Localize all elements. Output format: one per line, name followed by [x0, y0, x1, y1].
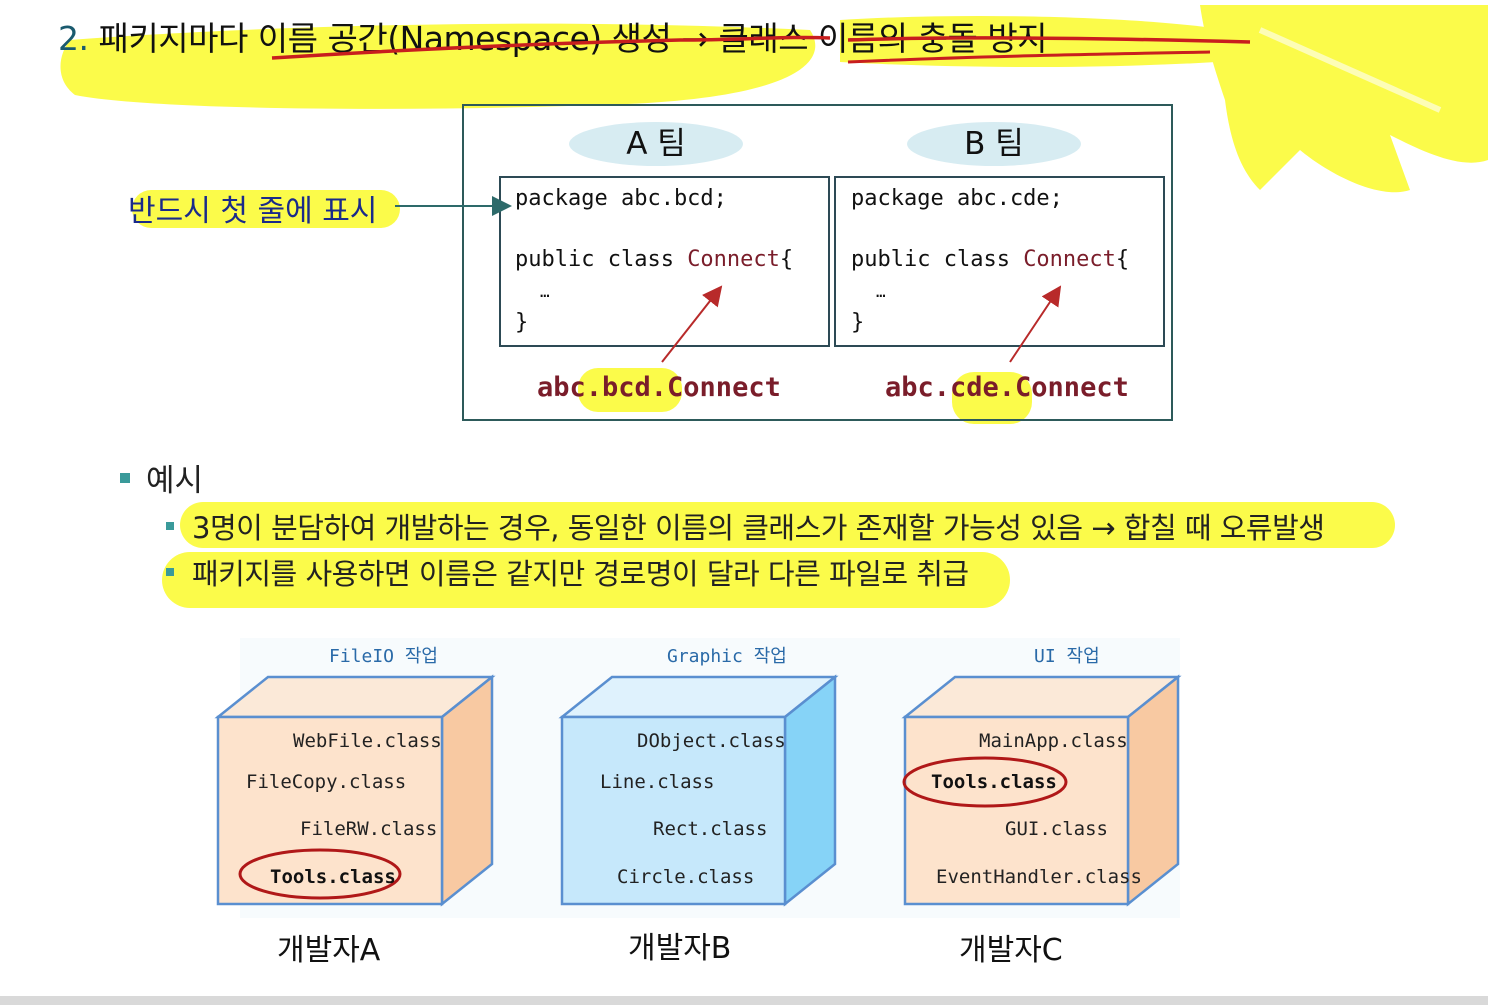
file-item: MainApp.class	[979, 730, 1128, 752]
team-b-ellipsis: …	[876, 282, 886, 301]
bullet-square-icon	[166, 522, 174, 530]
class-open-brace: {	[779, 247, 794, 272]
bullet-square-icon	[166, 568, 174, 576]
bullet-square-icon	[120, 472, 130, 483]
file-item: Line.class	[600, 771, 715, 793]
class-open-brace: {	[1115, 247, 1130, 272]
example-bullet-1-text: 3명이 분담하여 개발하는 경우, 동일한 이름의 클래스가 존재할 가능성 있…	[192, 511, 1325, 545]
file-item: GUI.class	[1005, 818, 1108, 840]
page-bottom-bar	[0, 996, 1488, 1005]
tools-class-oval-c	[902, 756, 1068, 808]
team-a-close-brace: }	[515, 310, 529, 335]
team-b-qualified-name: abc.cde.Connect	[885, 372, 1129, 403]
team-b-pointer-arrow	[1009, 285, 1062, 363]
developer-c-caption: UI 작업	[1034, 646, 1100, 667]
abc-bcd-highlight	[578, 368, 682, 412]
class-decl-prefix: public class	[515, 247, 688, 272]
side-label: 반드시 첫 줄에 표시	[128, 194, 378, 229]
class-decl-prefix: public class	[851, 247, 1024, 272]
developer-c-box	[901, 674, 1182, 907]
title-underline-2	[847, 50, 1211, 64]
file-item: WebFile.class	[293, 730, 442, 752]
team-a-qualified-name: abc.bcd.Connect	[537, 372, 781, 403]
star-scribble	[1200, 5, 1488, 193]
class-name: Connect	[687, 247, 780, 272]
team-b-package-line: package abc.cde;	[851, 186, 1063, 211]
file-item: DObject.class	[637, 730, 786, 752]
abc-cde-highlight	[952, 372, 1032, 424]
team-b-code-box	[834, 176, 1165, 347]
bullet2-highlight	[162, 552, 1010, 608]
team-a-pointer-arrow	[661, 285, 723, 363]
team-b-close-brace: }	[851, 310, 865, 335]
title-number: 2.	[58, 19, 89, 58]
team-a-class-line: public class Connect{	[515, 247, 793, 272]
example-heading: 예시	[146, 463, 204, 499]
file-item: FileCopy.class	[246, 771, 407, 793]
example-bullet-2-text: 패키지를 사용하면 이름은 같지만 경로명이 달라 다른 파일로 취급	[192, 557, 969, 591]
team-a-oval: A 팀	[569, 122, 743, 166]
developer-a-caption: FileIO 작업	[329, 646, 438, 667]
team-b-class-line: public class Connect{	[851, 247, 1129, 272]
developer-a-label: 개발자A	[277, 933, 381, 968]
title-strike-2	[847, 36, 1251, 44]
developer-b-caption: Graphic 작업	[667, 646, 787, 667]
developer-c-label: 개발자C	[959, 933, 1063, 968]
title-underline-strike	[271, 35, 831, 60]
file-item: Rect.class	[653, 818, 768, 840]
file-item-highlighted: Tools.class	[270, 866, 396, 888]
example-heading-row: 예시	[120, 455, 203, 500]
file-item: FileRW.class	[300, 818, 438, 840]
team-b-oval: B 팀	[907, 122, 1081, 166]
developer-b-box	[558, 674, 839, 907]
file-item: Circle.class	[617, 866, 755, 888]
team-a-code-box	[499, 176, 830, 347]
title-highlight-stroke	[60, 23, 816, 109]
team-a-package-line: package abc.bcd;	[515, 186, 727, 211]
file-item: EventHandler.class	[936, 866, 1142, 888]
developer-a-box	[214, 674, 496, 907]
team-a-ellipsis: …	[540, 282, 550, 301]
namespace-diagram	[462, 104, 1173, 421]
example-bullet-2: 패키지를 사용하면 이름은 같지만 경로명이 달라 다른 파일로 취급	[166, 551, 969, 593]
side-label-highlight	[132, 190, 400, 228]
file-item-highlighted: Tools.class	[931, 771, 1057, 793]
developer-b-label: 개발자B	[628, 931, 732, 966]
example-bullet-1: 3명이 분담하여 개발하는 경우, 동일한 이름의 클래스가 존재할 가능성 있…	[166, 505, 1325, 547]
bullet1-highlight	[180, 502, 1395, 548]
tools-class-oval-a	[238, 848, 402, 900]
class-name: Connect	[1023, 247, 1116, 272]
